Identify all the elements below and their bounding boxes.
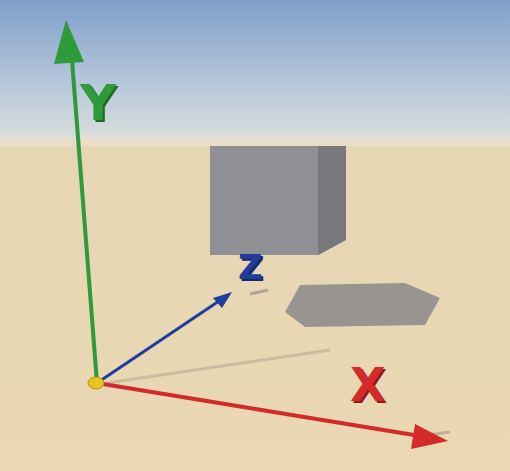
axis-label: Y <box>80 78 116 128</box>
axis-label: X <box>350 362 385 408</box>
axis-label: Z <box>238 250 263 284</box>
